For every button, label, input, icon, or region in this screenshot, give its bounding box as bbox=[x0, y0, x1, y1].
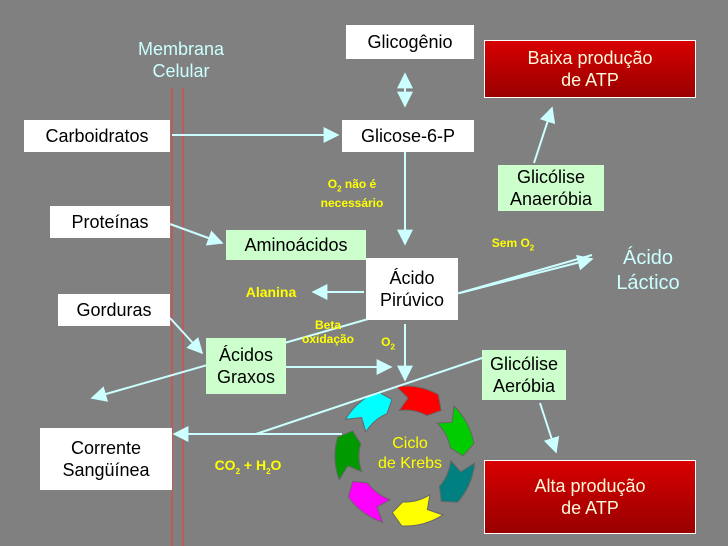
o2-label: O2 bbox=[376, 335, 400, 354]
beta-oxidation-label: Beta oxidação bbox=[301, 318, 355, 346]
cell-membrane-label: Membrana Celular bbox=[137, 39, 225, 81]
no-o2-label: Sem O2 bbox=[478, 236, 548, 255]
krebs-cycle-label: Ciclo de Krebs bbox=[377, 435, 443, 472]
o2-text: O bbox=[381, 335, 391, 349]
krebs-cycle-segment bbox=[344, 391, 393, 434]
o2-label-subscript: 2 bbox=[390, 342, 395, 352]
carbohydrates-box: Carboidratos bbox=[24, 120, 170, 152]
fats-box: Gorduras bbox=[58, 294, 170, 326]
krebs-cycle-segment bbox=[391, 493, 444, 527]
line-aerobic-to-bloodstream bbox=[255, 355, 489, 435]
o2-symbol: O bbox=[327, 177, 338, 191]
o-text: O bbox=[270, 457, 282, 473]
krebs-cycle-ring bbox=[334, 385, 476, 527]
no-o2-subscript: 2 bbox=[529, 243, 535, 253]
alanine-label: Alanina bbox=[245, 284, 297, 300]
no-o2-text: Sem O bbox=[491, 236, 530, 250]
krebs-cycle-segment bbox=[439, 459, 476, 503]
lactic-acid-label: Ácido Láctico bbox=[616, 247, 680, 294]
o2-not-required-label: O2 não é necessário bbox=[304, 177, 400, 210]
arrow-proteins-aminoacids bbox=[169, 223, 224, 246]
aminoacids-box: Aminoácidos bbox=[226, 230, 366, 260]
proteins-box: Proteínas bbox=[50, 206, 170, 238]
aerobic-glycolysis-box: Glicólise Aeróbia bbox=[482, 350, 566, 400]
co2-h2o-label: CO2 + H2O bbox=[196, 458, 300, 479]
krebs-cycle-segment bbox=[334, 430, 363, 481]
krebs-cycle-segment bbox=[436, 404, 475, 457]
co2-subscript: 2 bbox=[235, 466, 241, 476]
arrow-anaerobic-low-atp bbox=[533, 106, 556, 164]
fatty-acids-box: Ácidos Graxos bbox=[206, 338, 286, 394]
pyruvic-acid-box: Ácido Pirúvico bbox=[366, 258, 458, 320]
low-atp-box: Baixa produção de ATP bbox=[484, 40, 696, 98]
glycogen-box: Glicogênio bbox=[346, 25, 474, 59]
co2-text: CO bbox=[214, 457, 236, 473]
glucose6p-box: Glicose-6-P bbox=[342, 120, 474, 152]
high-atp-box: Alta produção de ATP bbox=[484, 460, 696, 534]
not-required-text: não é necessário bbox=[320, 177, 384, 211]
h2o-subscript: 2 bbox=[266, 466, 271, 476]
arrow-lactic-bloodstream bbox=[90, 254, 593, 402]
plus-h-text: + H bbox=[240, 457, 267, 473]
krebs-cycle-segment bbox=[395, 385, 442, 417]
bloodstream-box: Corrente Sangüínea bbox=[40, 428, 172, 490]
krebs-cycle-segment bbox=[347, 480, 392, 524]
arrow-fats-fatty-acids bbox=[169, 317, 204, 355]
anaerobic-glycolysis-box: Glicólise Anaeróbia bbox=[498, 165, 604, 211]
arrow-aerobic-high-atp bbox=[539, 402, 560, 454]
o2-subscript: 2 bbox=[337, 184, 342, 194]
